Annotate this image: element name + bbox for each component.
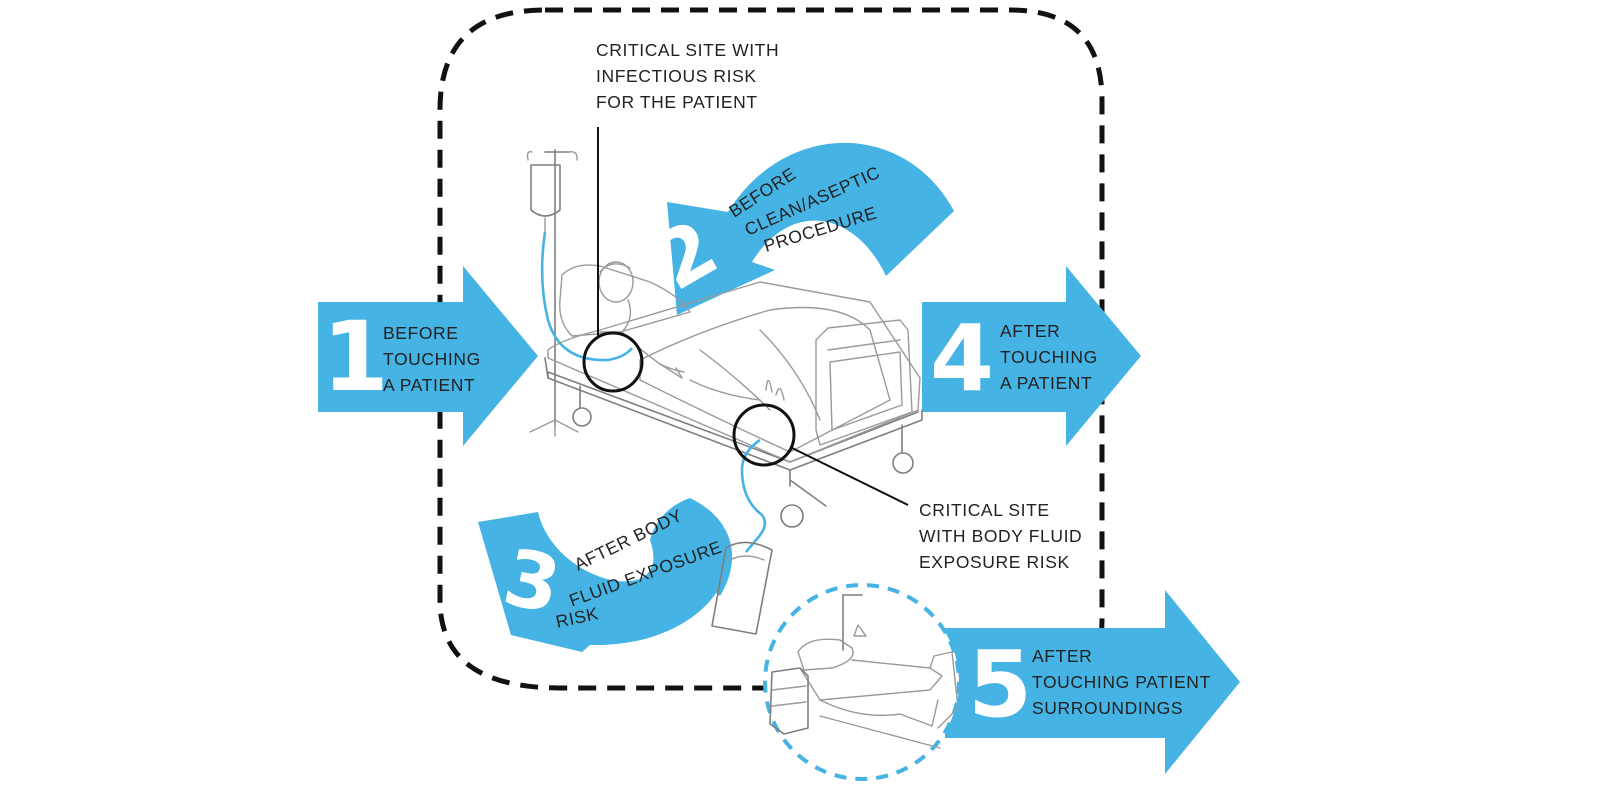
callout-infectious-line-1: CRITICAL SITE WITH: [596, 40, 779, 60]
moment-4-line-1: AFTER: [1000, 321, 1060, 341]
moment-4-number: 4: [930, 305, 994, 412]
callout-body-fluid-leader: [789, 446, 909, 506]
urine-bag-icon: [711, 438, 773, 635]
critical-site-body-fluid-marker: [732, 403, 796, 467]
moment-1-line-3: A PATIENT: [383, 375, 475, 395]
moment-1-number: 1: [322, 301, 389, 413]
callout-infectious: CRITICAL SITE WITH INFECTIOUS RISK FOR T…: [596, 40, 779, 112]
moment-5-line-2: TOUCHING PATIENT: [1032, 672, 1211, 692]
callout-infectious-line-2: INFECTIOUS RISK: [596, 66, 757, 86]
callout-body-fluid-line-3: EXPOSURE RISK: [919, 552, 1070, 572]
moment-5-line-3: SURROUNDINGS: [1032, 698, 1183, 718]
moment-4-arrow: 4 AFTER TOUCHING A PATIENT: [922, 266, 1141, 446]
moment-4-line-3: A PATIENT: [1000, 373, 1092, 393]
moment-5-number: 5: [968, 631, 1032, 738]
moment-4-line-2: TOUCHING: [1000, 347, 1098, 367]
moment-1-line-2: TOUCHING: [383, 349, 481, 369]
moment-3-arrow: 3 AFTER BODY FLUID EXPOSURE RISK: [478, 498, 733, 652]
callout-body-fluid-line-2: WITH BODY FLUID: [919, 526, 1082, 546]
moment-1-arrow: 1 BEFORE TOUCHING A PATIENT: [318, 266, 538, 446]
callout-body-fluid-line-1: CRITICAL SITE: [919, 500, 1050, 520]
patient-surroundings-zone: [763, 583, 961, 781]
callout-body-fluid: CRITICAL SITE WITH BODY FLUID EXPOSURE R…: [919, 500, 1082, 572]
critical-site-infectious-marker: [582, 331, 644, 393]
callout-infectious-line-3: FOR THE PATIENT: [596, 92, 758, 112]
moment-5-arrow: 5 AFTER TOUCHING PATIENT SURROUNDINGS: [945, 590, 1240, 774]
patient-bed-icon: [544, 261, 923, 528]
moment-5-line-1: AFTER: [1032, 646, 1092, 666]
patient-zone-boundary: [437, 7, 1105, 691]
moment-1-line-1: BEFORE: [383, 323, 459, 343]
iv-drip-icon: [526, 149, 634, 437]
